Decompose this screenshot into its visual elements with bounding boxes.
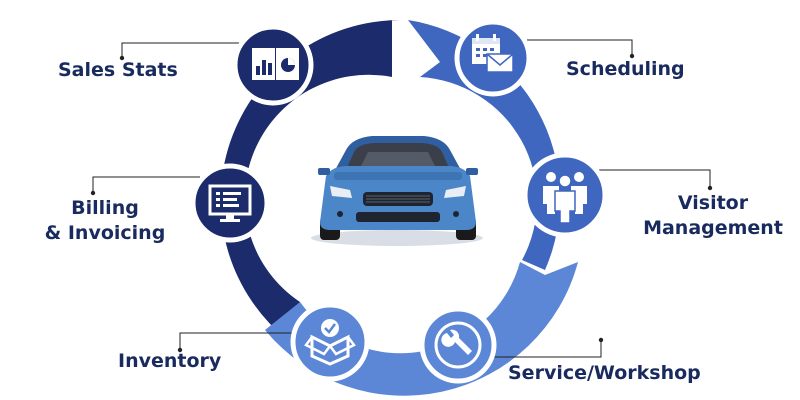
connector-billing: [92, 176, 200, 193]
visitor-label-line1: Visitor: [677, 192, 749, 214]
billing-label-line2: & Invoicing: [44, 222, 166, 244]
billing-label: Billing & Invoicing: [30, 196, 180, 246]
inventory-label: Inventory: [118, 350, 222, 372]
sales-stats-label: Sales Stats: [58, 59, 178, 81]
connector-visitor: [588, 169, 711, 188]
car-icon: [311, 136, 483, 246]
monitor-invoice-icon: [208, 184, 252, 222]
wrench-gear-icon: [434, 321, 482, 369]
sales-stats-node: [232, 24, 314, 106]
billing-node: [190, 163, 270, 243]
people-group-icon: [543, 172, 587, 224]
visitor-node: [522, 152, 608, 238]
billing-label-line1: Billing: [71, 197, 139, 219]
connector-inventory: [179, 332, 295, 350]
connector-sales-stats: [121, 42, 252, 58]
calendar-mail-icon: [472, 34, 514, 73]
visitor-label-line2: Management: [643, 217, 783, 239]
scheduling-node: [454, 19, 532, 97]
scheduling-label: Scheduling: [566, 58, 685, 80]
inventory-node: [290, 302, 370, 382]
connector-scheduling: [520, 39, 633, 56]
connector-service: [487, 340, 602, 358]
service-workshop-label: Service/Workshop: [508, 362, 701, 384]
report-chart-icon: [252, 48, 299, 80]
box-check-icon: [304, 319, 356, 366]
service-node: [419, 306, 497, 384]
visitor-management-label: Visitor Management: [638, 191, 788, 241]
